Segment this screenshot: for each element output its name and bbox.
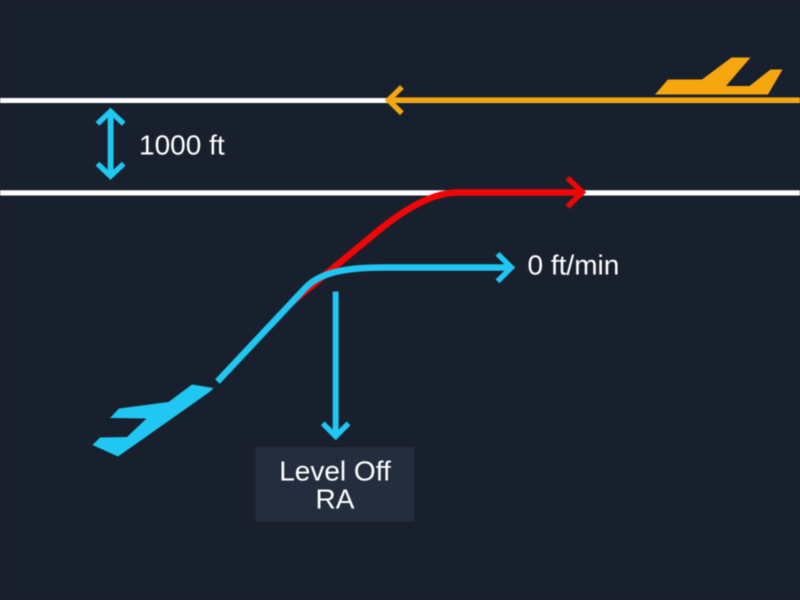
svg-text:0 ft/min: 0 ft/min xyxy=(528,250,620,281)
svg-text:RA: RA xyxy=(316,484,355,515)
svg-text:1000 ft: 1000 ft xyxy=(139,130,225,161)
svg-text:Level Off: Level Off xyxy=(279,456,391,487)
